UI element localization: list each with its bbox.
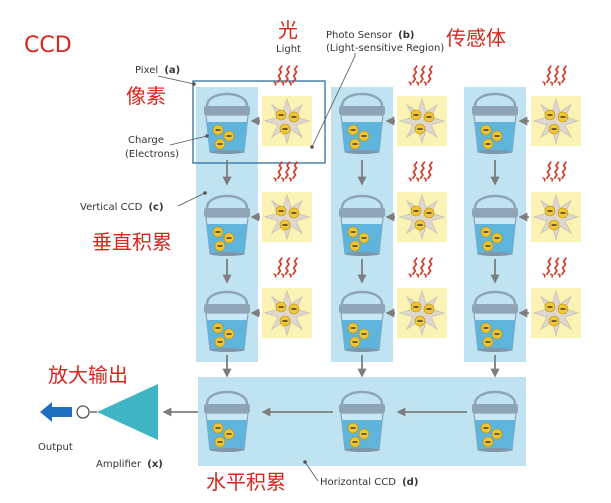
light-rays-1-2 xyxy=(272,160,299,183)
photo-sensor-3-2 xyxy=(530,191,582,243)
light-rays-3-3 xyxy=(541,256,568,279)
photo-sensor-1-1 xyxy=(261,95,313,147)
horizontal-ccd-leader xyxy=(304,461,319,482)
light-rays-1-3 xyxy=(272,256,299,279)
light-rays-3-1 xyxy=(541,64,568,87)
label-amplify-cn: 放大输出 xyxy=(48,363,128,387)
title: CCD xyxy=(24,33,72,58)
label-vertical-ccd: Vertical CCD (c) xyxy=(80,202,164,213)
output-arrow xyxy=(40,402,72,422)
photo-sensor-1-2 xyxy=(261,191,313,243)
charge-leader xyxy=(169,135,208,146)
label-electrons: (Electrons) xyxy=(125,149,179,160)
pixel-outline xyxy=(192,80,326,164)
pixel-frame xyxy=(192,80,326,164)
pixel-leader-dot xyxy=(192,82,196,86)
photo-sensor-2-3 xyxy=(396,287,448,339)
light-rays-3-2 xyxy=(541,160,568,183)
label-light-en: Light xyxy=(276,44,301,55)
photo-sensor-leader xyxy=(311,53,356,148)
vertical-ccd-leader xyxy=(177,192,206,207)
label-horizontal-ccd: Horizontal CCD (d) xyxy=(320,477,418,488)
label-charge: Charge xyxy=(128,135,164,146)
light-rays-2-1 xyxy=(407,64,434,87)
light-rays-2-3 xyxy=(407,256,434,279)
label-pixel: Pixel (a) xyxy=(135,65,180,76)
photo-sensor-leader-dot xyxy=(310,145,314,149)
label-leaders xyxy=(157,53,356,482)
label-vertical-cn: 垂直积累 xyxy=(92,230,172,254)
label-sensor-cn: 传感体 xyxy=(446,26,506,50)
photo-sensor-2-1 xyxy=(396,95,448,147)
photo-sensor-3-1 xyxy=(530,95,582,147)
pixel-leader xyxy=(157,75,195,85)
light-rays-2-2 xyxy=(407,160,434,183)
label-light-cn: 光 xyxy=(278,18,298,42)
photo-sensor-3-3 xyxy=(530,287,582,339)
light-rays-1-1 xyxy=(272,64,299,87)
label-amplifier: Amplifier (x) xyxy=(96,459,163,470)
photo-sensor-2-2 xyxy=(396,191,448,243)
photo-sensor-1-3 xyxy=(261,287,313,339)
horizontal-ccd-leader-dot xyxy=(303,460,307,464)
charge-leader-dot xyxy=(205,134,209,138)
amplifier-output xyxy=(40,384,158,440)
output-node xyxy=(76,405,90,419)
amplifier-triangle xyxy=(97,384,158,440)
label-light-sensitive-region: (Light-sensitive Region) xyxy=(326,43,444,54)
transfer-arrows xyxy=(162,116,529,417)
vertical-ccd-leader-dot xyxy=(203,191,207,195)
label-pixel-cn: 像素 xyxy=(126,84,166,108)
label-output: Output xyxy=(38,442,73,453)
label-horizontal-cn: 水平积累 xyxy=(206,470,286,494)
label-photo-sensor: Photo Sensor (b) xyxy=(326,30,414,41)
